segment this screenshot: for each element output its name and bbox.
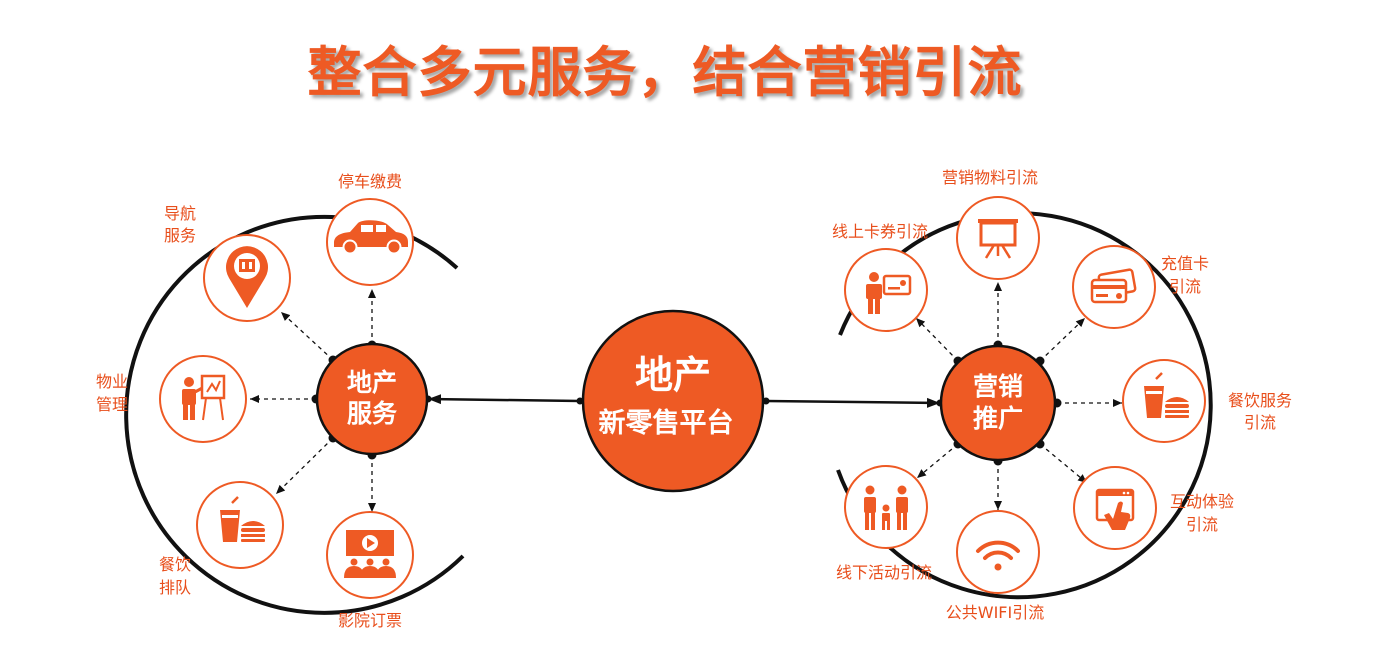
easel-icon (978, 219, 1018, 259)
touch-browser-icon (1095, 488, 1135, 530)
label-public-wifi: 公共WIFI引流 (946, 603, 1044, 622)
node-cinema (326, 511, 414, 599)
label-parking: 停车缴费 (338, 172, 402, 191)
left-hub-line2: 服务 (347, 399, 397, 428)
label-dining-service-2: 引流 (1244, 413, 1276, 432)
label-dining-queue-2: 排队 (159, 578, 191, 597)
arrow-center-to-right-hub (765, 397, 941, 408)
arrow-center-to-left-hub (427, 394, 581, 405)
food-icon (220, 496, 265, 542)
node-public-wifi (956, 510, 1040, 594)
node-navigation (203, 234, 291, 322)
node-recharge-card (1072, 245, 1156, 329)
label-online-coupon: 线上卡券引流 (832, 222, 928, 241)
label-offline-event: 线下活动引流 (836, 563, 932, 582)
left-orbit-arc (124, 214, 465, 615)
node-offline-event (844, 465, 928, 549)
right-hub-line2: 推广 (973, 404, 1023, 433)
label-interactive-2: 引流 (1186, 515, 1218, 534)
center-hub-line2: 新零售平台 (599, 407, 734, 439)
center-hub-line1: 地产 (635, 353, 711, 397)
wifi-icon (976, 540, 1020, 571)
node-marketing-material (956, 196, 1040, 280)
node-property (159, 355, 247, 443)
presenter-icon (182, 374, 226, 421)
node-dining-service (1122, 359, 1206, 443)
car-icon (334, 220, 408, 255)
map-pin-icon (226, 246, 268, 308)
page-title: 整合多元服务，结合营销引流 (307, 41, 1023, 104)
cinema-icon (344, 530, 396, 578)
person-card-icon (866, 272, 912, 314)
label-navigation-1: 导航 (164, 204, 196, 223)
label-recharge-card-1: 充值卡 (1161, 254, 1209, 273)
food-icon (1144, 372, 1189, 418)
node-interactive-experience (1073, 466, 1157, 550)
left-hub: 地产 服务 (315, 342, 429, 456)
label-property-1: 物业 (96, 372, 128, 391)
cards-icon (1090, 268, 1137, 304)
label-dining-service-1: 餐饮服务 (1228, 391, 1292, 410)
label-navigation-2: 服务 (164, 226, 196, 245)
label-property-2: 管理 (96, 395, 128, 414)
center-hub: 地产 新零售平台 (581, 309, 765, 493)
family-icon (864, 485, 908, 530)
label-interactive-1: 互动体验 (1170, 492, 1234, 511)
right-hub: 营销 推广 (939, 344, 1057, 462)
right-hub-line1: 营销 (973, 372, 1023, 401)
node-dining-queue (196, 481, 284, 569)
label-cinema: 影院订票 (338, 611, 402, 630)
label-dining-queue-1: 餐饮 (159, 555, 191, 574)
node-online-coupon (844, 248, 928, 332)
label-marketing-material: 营销物料引流 (942, 168, 1038, 187)
left-hub-line1: 地产 (347, 368, 397, 397)
node-parking (326, 198, 414, 286)
label-recharge-card-2: 引流 (1169, 277, 1201, 296)
